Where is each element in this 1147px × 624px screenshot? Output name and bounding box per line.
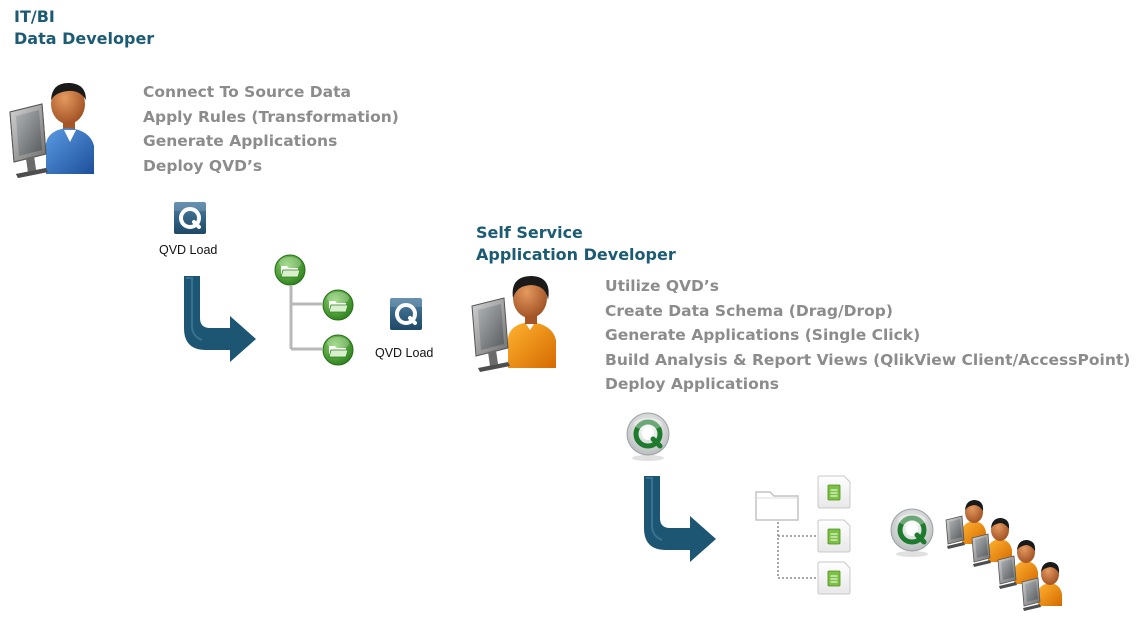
self-service-task: Deploy Applications (605, 375, 780, 393)
document-icon (817, 475, 851, 509)
curved-down-right-arrow-icon (643, 475, 717, 563)
qlikview-logo-icon (626, 412, 672, 461)
developer-task: Apply Rules (Transformation) (143, 107, 399, 126)
document-icon (817, 519, 851, 553)
self-service-task: Build Analysis & Report Views (QlikView … (605, 350, 1131, 369)
self-service-task: Generate Applications (Single Click) (605, 326, 921, 344)
developer-title: IT/BI Data Developer (14, 6, 154, 50)
document-tree-icon (755, 475, 851, 595)
developer-title-line1: IT/BI (14, 7, 55, 26)
self-service-title-line2: Application Developer (476, 245, 676, 264)
self-service-task: Utilize QVD’s (605, 277, 720, 295)
self-service-title: Self Service Application Developer (476, 222, 676, 266)
green-folder-tree-icon (274, 254, 354, 366)
user-group-icon (945, 499, 1063, 612)
self-service-title-line1: Self Service (476, 223, 583, 242)
qvd-file-icon (172, 200, 208, 236)
document-icon (817, 561, 851, 595)
folder-icon (322, 289, 354, 321)
developer-task: Connect To Source Data (143, 83, 351, 101)
person-at-computer-icon (9, 82, 95, 179)
folder-icon (274, 254, 306, 286)
developer-task: Generate Applications (143, 132, 338, 150)
developer-task: Deploy QVD’s (143, 156, 263, 175)
folder-outline-icon (755, 491, 799, 521)
qlikview-logo-icon (890, 508, 936, 557)
developer-task-list: Connect To Source Data Apply Rules (Tran… (143, 80, 399, 178)
self-service-task-list: Utilize QVD’s Create Data Schema (Drag/D… (605, 274, 1130, 397)
qvd-load-label: QVD Load (375, 346, 434, 360)
qvd-file-icon (388, 296, 424, 332)
qvd-load-label: QVD Load (159, 243, 218, 257)
folder-icon (322, 334, 354, 366)
developer-title-line2: Data Developer (14, 29, 155, 48)
curved-down-right-arrow-icon (183, 275, 257, 363)
self-service-task: Create Data Schema (Drag/Drop) (605, 301, 893, 320)
person-at-computer-icon (471, 276, 556, 372)
